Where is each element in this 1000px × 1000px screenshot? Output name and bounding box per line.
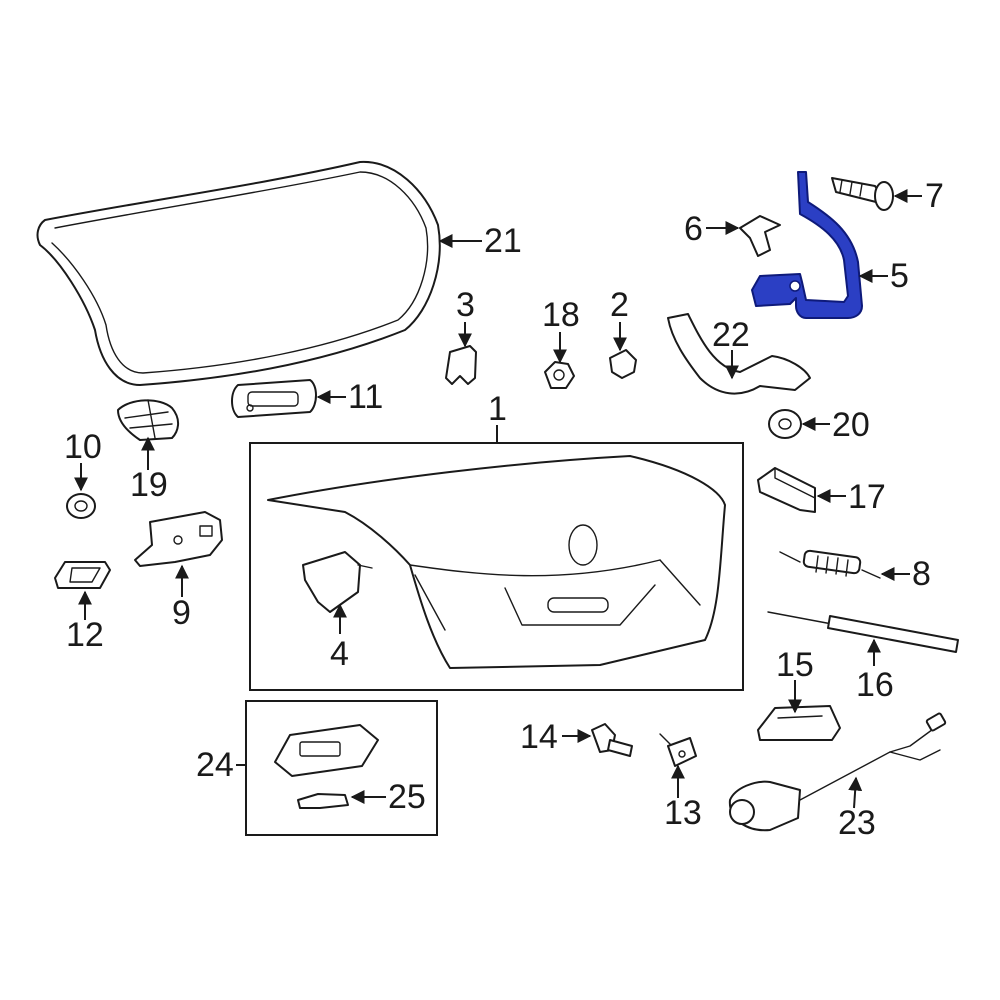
callout-22: 22 [712,316,750,354]
callout-14: 14 [520,718,558,756]
part-11-garnish[interactable] [231,379,317,418]
part-2-cap[interactable] [609,349,637,379]
part-1-trunk-lid-box[interactable] [249,442,744,691]
part-24-license-lamp-box[interactable] [245,700,438,836]
part-6-push-clip[interactable] [739,215,781,257]
callout-3: 3 [456,286,475,324]
callout-11: 11 [348,378,383,416]
callout-23: 23 [838,804,876,842]
callout-12: 12 [66,616,104,654]
callout-15: 15 [776,646,814,684]
callout-7: 7 [925,177,944,215]
part-21-weatherstrip[interactable] [36,160,441,386]
callout-17: 17 [848,478,886,516]
callout-20: 20 [832,406,870,444]
leader-lines [74,189,922,809]
callout-25: 25 [388,778,426,816]
part-22-hinge-arm[interactable] [667,313,811,395]
callout-9: 9 [172,594,191,632]
part-23-camera[interactable] [728,712,947,832]
part-3-clip[interactable] [445,345,477,385]
callout-18: 18 [542,296,580,334]
part-7-bolt[interactable] [831,177,894,211]
part-10-grommet[interactable] [66,493,96,519]
callout-1: 1 [488,390,507,428]
callout-13: 13 [664,794,702,832]
callout-labels: 1 2 3 4 5 6 7 8 9 10 11 12 13 14 15 16 1… [64,177,944,842]
part-8-spring[interactable] [779,549,881,579]
part-16-gas-strut[interactable] [767,611,959,653]
callout-16: 16 [856,666,894,704]
part-4-bracket[interactable] [302,551,373,613]
callout-5: 5 [890,257,909,295]
callout-24: 24 [196,746,234,784]
part-9-latch[interactable] [134,511,223,567]
callout-19: 19 [130,466,168,504]
callout-10: 10 [64,428,102,466]
part-5-hinge-highlighted[interactable] [751,171,863,319]
part-18-nut[interactable] [544,361,575,389]
part-14-bolt[interactable] [591,723,633,757]
part-12-bumper-stop[interactable] [54,561,111,589]
part-25-bulb[interactable] [297,793,349,809]
part-17-pad[interactable] [757,467,816,513]
part-20-bumper[interactable] [768,409,802,439]
callout-21: 21 [484,222,522,260]
callout-2: 2 [610,286,629,324]
callout-6: 6 [684,210,703,248]
part-13-striker[interactable] [659,733,697,767]
part-15-lamp-housing[interactable] [757,705,841,741]
callout-8: 8 [912,555,931,593]
callout-4: 4 [330,635,349,673]
part-19-bracket[interactable] [117,399,179,441]
